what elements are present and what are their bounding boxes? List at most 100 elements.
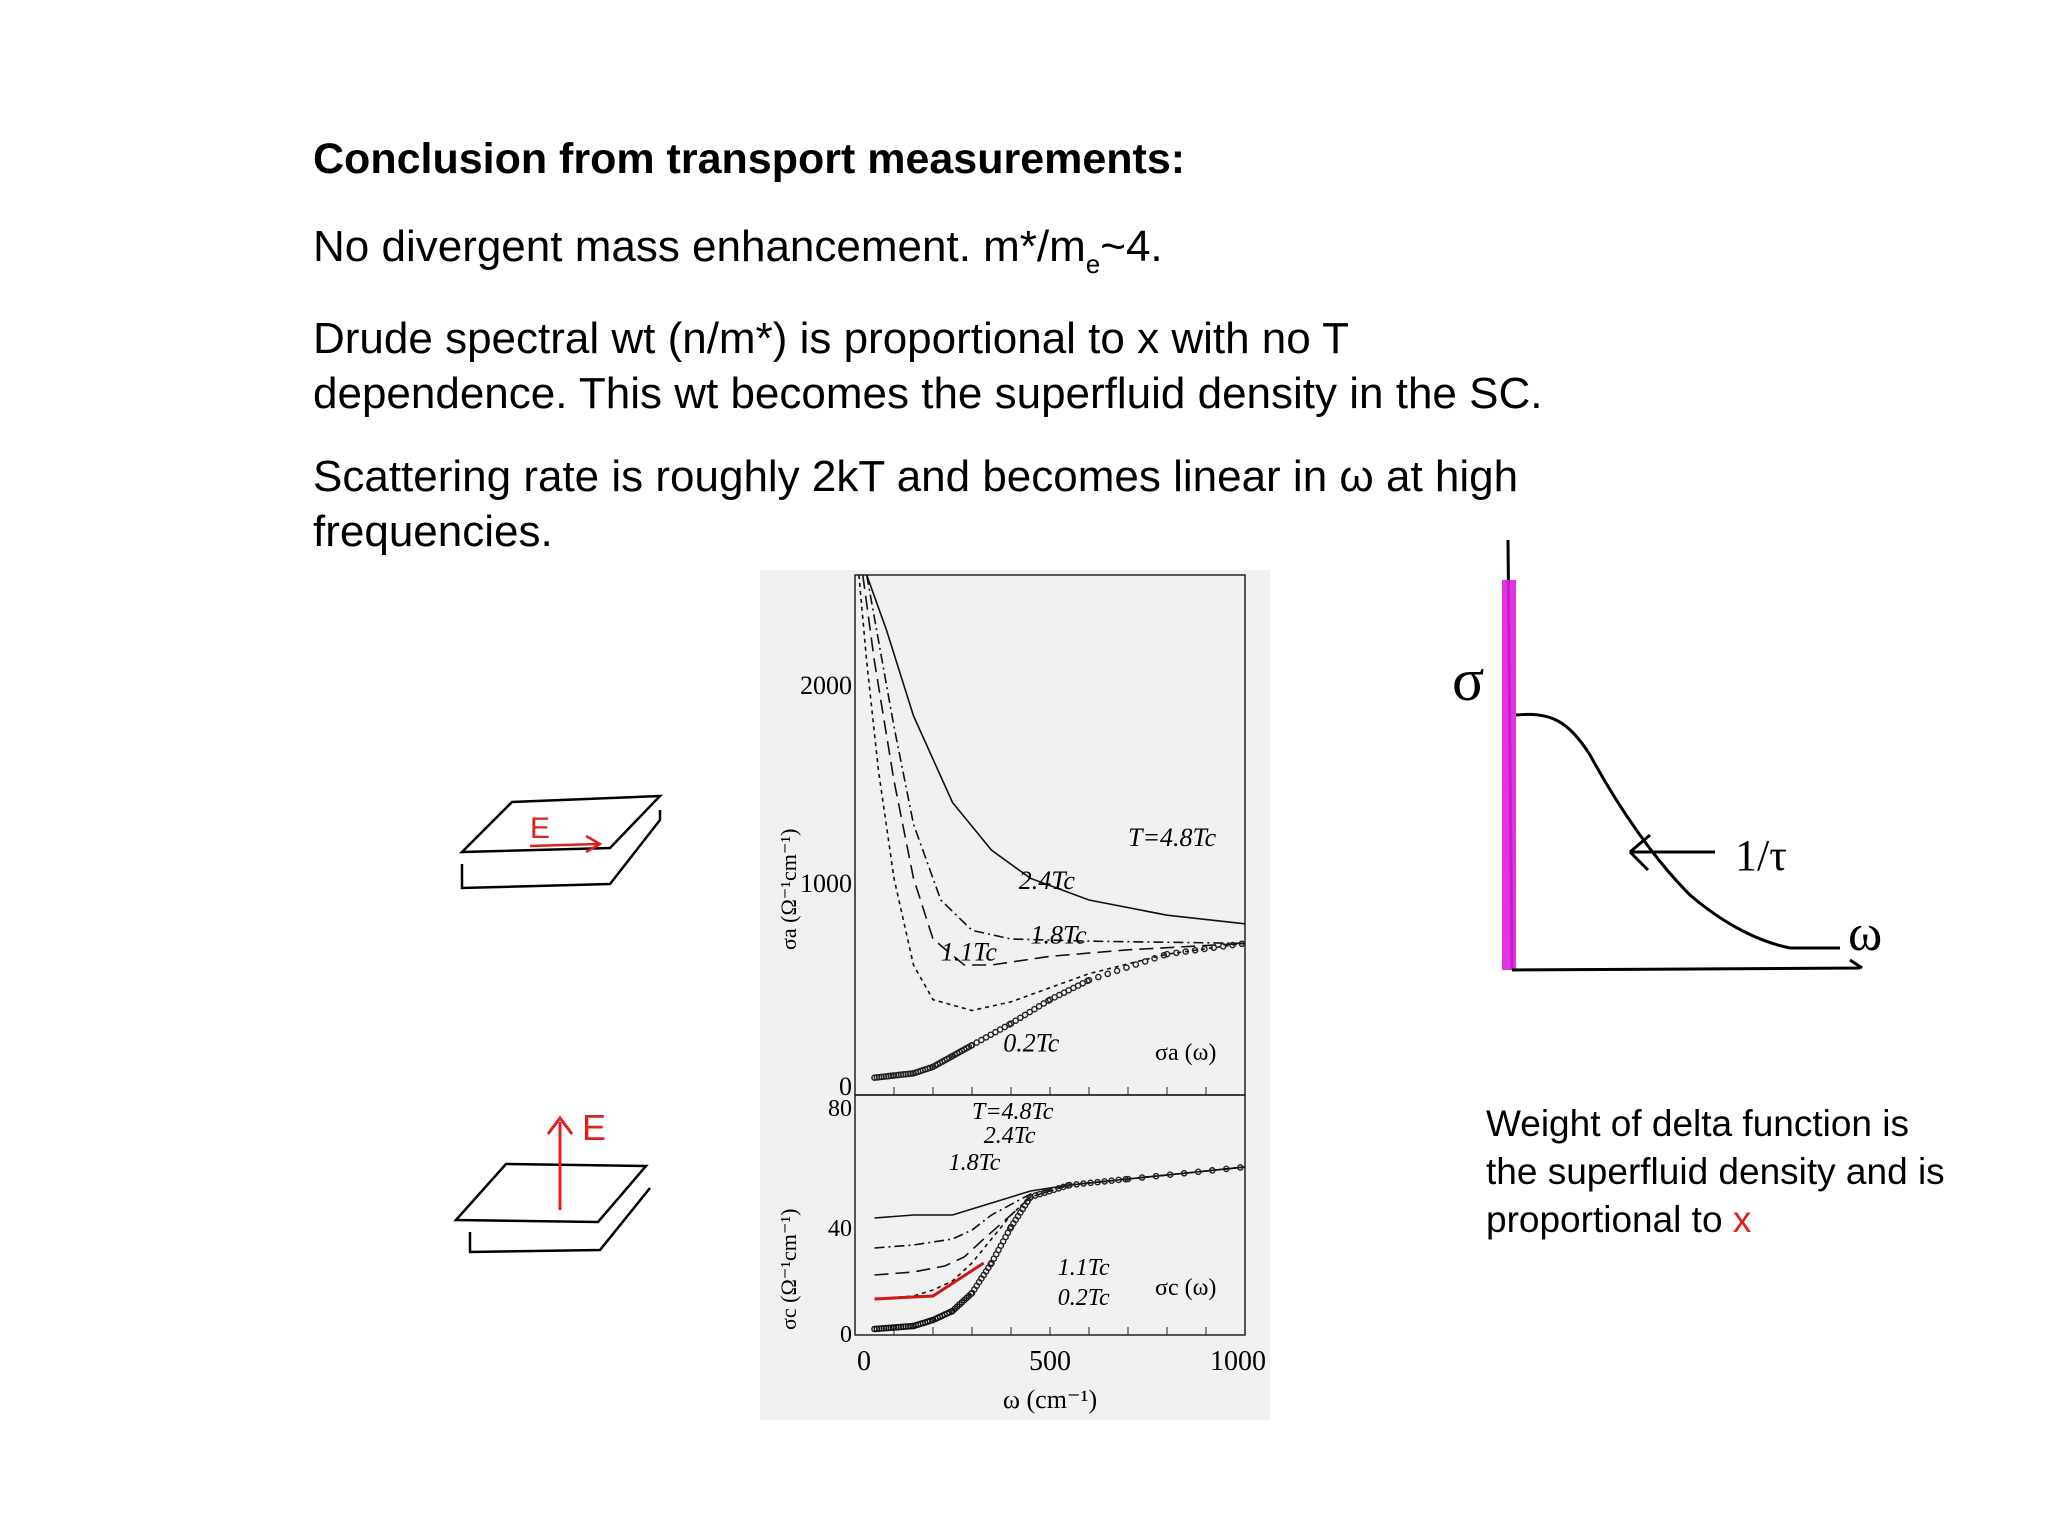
series-point-0.2Tc: [1113, 967, 1121, 975]
note-line-2: the superfluid density and is: [1486, 1151, 1945, 1192]
series-point-0.2Tc: [1141, 958, 1149, 965]
series-point-0.2Tc: [1094, 1178, 1101, 1186]
series-point-0.2Tc: [1104, 970, 1112, 978]
series-point-0.2Tc: [1124, 1175, 1132, 1183]
series-label-1.1Tc: 1.1Tc: [941, 938, 998, 967]
series-point-0.2Tc: [1160, 951, 1168, 959]
series-point-0.2Tc: [1087, 1179, 1094, 1187]
series-point-0.2Tc: [1132, 961, 1140, 968]
series-point-0.2Tc: [1007, 1020, 1015, 1027]
bot-ytick-0: 0: [840, 1322, 852, 1348]
series-line-1.1Tc: [874, 1166, 1246, 1300]
x-axis-label: ω (cm⁻¹): [1003, 1385, 1097, 1414]
xtick-0: 0: [857, 1346, 871, 1377]
series-point-0.2Tc: [1035, 1003, 1043, 1010]
top-panel-label: σa (ω): [1155, 1040, 1216, 1066]
bot-ytick-80: 80: [828, 1096, 852, 1122]
series-label-0.2Tc: 0.2Tc: [1058, 1285, 1110, 1311]
perp-field-sketch: E: [453, 1107, 651, 1254]
mass-tail: ~4.: [1100, 222, 1163, 271]
series-point-0.2Tc: [1123, 964, 1130, 971]
series-point-0.2Tc: [1208, 1167, 1216, 1174]
conductivity-figure: 2000 1000 0 80 40 0 0 500 1000 ω (cm⁻¹) …: [760, 570, 1270, 1420]
series-point-0.2Tc: [1173, 949, 1180, 957]
series-point-0.2Tc: [1138, 1174, 1146, 1181]
series-point-0.2Tc: [1237, 1164, 1244, 1171]
series-line-T=4.8Tc: [865, 574, 1246, 925]
mass-subscript: e: [1085, 249, 1101, 279]
note-line-3: proportional to x: [1486, 1196, 1945, 1244]
slide-title: Conclusion from transport measurements:: [313, 135, 1186, 183]
series-label-1.8Tc: 1.8Tc: [949, 1150, 1001, 1176]
series-point-0.2Tc: [1108, 1177, 1115, 1184]
series-label-1.8Tc: 1.8Tc: [1031, 920, 1088, 949]
series-point-0.2Tc: [1151, 955, 1158, 962]
series-label-T=4.8Tc: T=4.8Tc: [1128, 823, 1217, 852]
series-point-0.2Tc: [1115, 1176, 1122, 1184]
series-point-0.2Tc: [1238, 940, 1246, 948]
delta-omega-label: ω: [1848, 905, 1882, 962]
inplane-field-sketch: E: [458, 794, 664, 890]
series-point-0.2Tc: [982, 1034, 990, 1041]
top-ytick-0: 0: [839, 1072, 852, 1101]
series-point-0.2Tc: [1073, 1180, 1080, 1188]
series-label-0.2Tc: 0.2Tc: [1003, 1029, 1060, 1058]
series-point-0.2Tc: [1166, 1171, 1174, 1178]
series-point-0.2Tc: [1095, 973, 1102, 981]
series-point-0.2Tc: [1085, 976, 1093, 984]
delta-function-note: Weight of delta function is the superflu…: [1486, 1100, 1945, 1244]
series-point-0.2Tc: [1001, 1023, 1009, 1031]
bot-panel-label: σc (ω): [1155, 1275, 1216, 1301]
xtick-1000: 1000: [1210, 1346, 1266, 1377]
series-point-0.2Tc: [1182, 948, 1190, 955]
series-point-0.2Tc: [1017, 1014, 1024, 1022]
xtick-500: 500: [1029, 1346, 1071, 1377]
series-point-0.2Tc: [1180, 1169, 1188, 1177]
series-point-0.2Tc: [1222, 1165, 1230, 1173]
mass-text: No divergent mass enhancement. m*/m: [313, 222, 1086, 271]
series-point-0.2Tc: [1012, 1017, 1019, 1024]
series-point-0.2Tc: [987, 1031, 995, 1039]
series-point-0.2Tc: [973, 1039, 980, 1046]
series-point-0.2Tc: [1101, 1178, 1108, 1185]
scattering-line-1: Scattering rate is roughly 2kT and becom…: [313, 452, 1519, 501]
drude-paragraph: Drude spectral wt (n/m*) is proportional…: [313, 311, 1542, 421]
series-point-0.2Tc: [1031, 1005, 1038, 1013]
series-point-0.2Tc: [1122, 1175, 1129, 1183]
drude-line-2: dependence. This wt becomes the superflu…: [313, 369, 1543, 418]
delta-sigma-label: σ: [1452, 647, 1484, 713]
note-line-1: Weight of delta function is: [1486, 1103, 1910, 1144]
top-y-axis-label: σa (Ω⁻¹cm⁻¹): [776, 829, 801, 950]
scattering-paragraph: Scattering rate is roughly 2kT and becom…: [313, 449, 1518, 559]
series-line-1.1Tc: [858, 574, 1246, 1012]
series-point-0.2Tc: [996, 1026, 1004, 1033]
scattering-line-2: frequencies.: [313, 507, 553, 556]
series-line-2.4Tc: [865, 574, 1246, 945]
bot-y-axis-label: σc (Ω⁻¹cm⁻¹): [776, 1209, 801, 1330]
series-point-0.2Tc: [1152, 1172, 1160, 1180]
inplane-e-label: E: [530, 812, 550, 845]
series-line-1.8Tc: [874, 1166, 1246, 1276]
series-point-0.2Tc: [1201, 945, 1208, 953]
delta-function-sketch: σ 1/τ ω: [1452, 539, 1882, 972]
series-point-0.2Tc: [992, 1028, 999, 1036]
series-label-2.4Tc: 2.4Tc: [984, 1123, 1036, 1149]
mass-enhancement-line: No divergent mass enhancement. m*/me~4.: [313, 222, 1163, 279]
red-highlight-trace: [874, 1261, 985, 1301]
series-point-0.2Tc: [1026, 1008, 1034, 1016]
series-point-0.2Tc: [1194, 1168, 1202, 1176]
top-ytick-1000: 1000: [800, 869, 852, 898]
series-point-0.2Tc: [1229, 941, 1236, 949]
series-point-0.2Tc: [1210, 944, 1218, 951]
drude-line-1: Drude spectral wt (n/m*) is proportional…: [313, 314, 1350, 363]
series-point-0.2Tc: [1163, 950, 1171, 958]
series-label-1.1Tc: 1.1Tc: [1058, 1255, 1110, 1281]
top-ytick-2000: 2000: [800, 671, 852, 700]
series-point-0.2Tc: [978, 1036, 985, 1044]
series-point-0.2Tc: [1021, 1011, 1029, 1019]
series-point-0.2Tc: [1066, 1181, 1073, 1189]
series-point-0.2Tc: [968, 1041, 976, 1049]
series-line-2.4Tc: [874, 1166, 1246, 1249]
series-point-0.2Tc: [1191, 946, 1199, 954]
perp-e-label: E: [582, 1107, 606, 1148]
